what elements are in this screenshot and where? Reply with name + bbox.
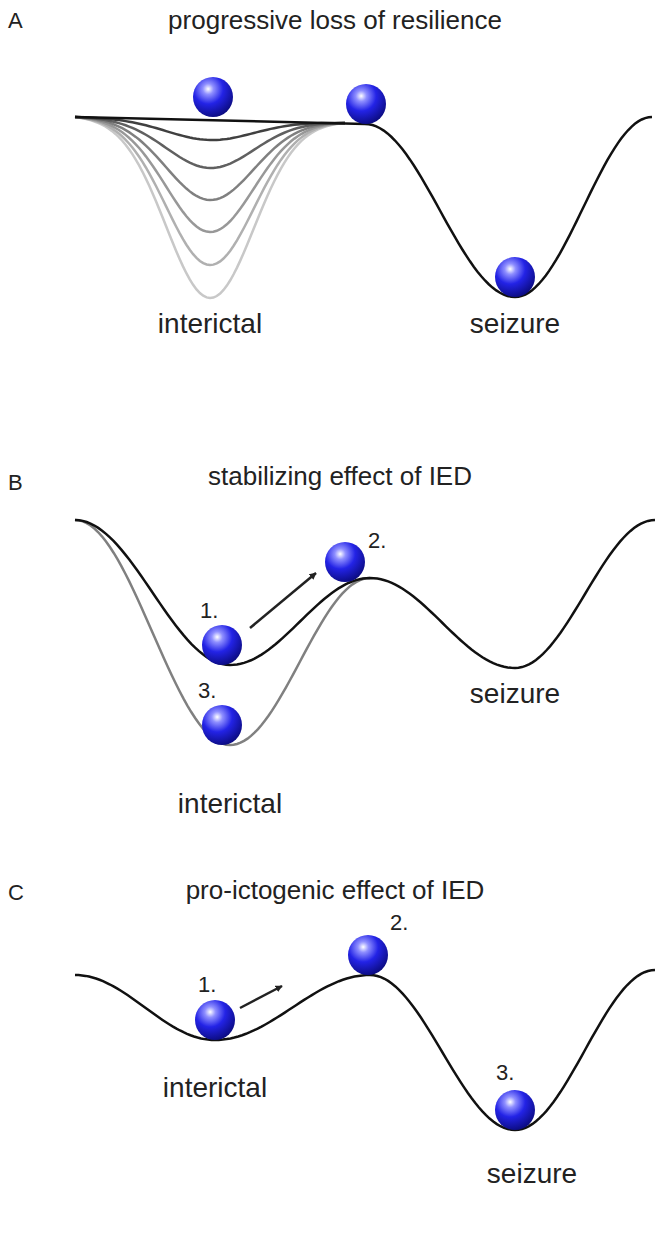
flat-landscape-line xyxy=(75,117,365,124)
step-number: 3. xyxy=(198,678,216,703)
double-well-curve xyxy=(75,970,655,1130)
state-ball xyxy=(346,84,386,124)
step-number: 1. xyxy=(198,972,216,997)
panel-title: stabilizing effect of IED xyxy=(208,462,472,492)
step-number: 2. xyxy=(390,910,408,935)
transition-arrow xyxy=(250,573,316,628)
resilience-well-curve xyxy=(75,117,345,265)
state-ball xyxy=(495,1090,535,1130)
seizure-well-curve xyxy=(365,117,652,297)
step-number: 1. xyxy=(200,598,218,623)
deepened-well-curve xyxy=(75,520,370,745)
state-ball xyxy=(348,935,388,975)
panel-letter: C xyxy=(8,880,24,905)
state-ball xyxy=(195,1000,235,1040)
state-label: interictal xyxy=(178,788,282,820)
panel-letter: B xyxy=(8,470,23,495)
state-label: seizure xyxy=(470,678,560,710)
panel-letter: A xyxy=(8,8,23,33)
state-ball xyxy=(325,542,365,582)
panel-title: pro-ictogenic effect of IED xyxy=(186,876,485,906)
step-number: 2. xyxy=(368,528,386,553)
state-ball xyxy=(193,77,233,117)
resilience-well-curve xyxy=(75,117,345,168)
state-ball xyxy=(202,625,242,665)
resilience-well-curve xyxy=(75,117,345,200)
state-label: seizure xyxy=(487,1158,577,1190)
state-label: interictal xyxy=(163,1072,267,1104)
resilience-well-curve xyxy=(75,117,345,298)
state-label: interictal xyxy=(158,308,262,340)
double-well-curve xyxy=(75,520,655,668)
transition-arrow xyxy=(240,986,282,1008)
panel-title: progressive loss of resilience xyxy=(168,6,502,36)
state-ball xyxy=(495,257,535,297)
resilience-well-curve xyxy=(75,117,345,232)
state-label: seizure xyxy=(470,308,560,340)
state-ball xyxy=(202,705,242,745)
step-number: 3. xyxy=(496,1060,514,1085)
